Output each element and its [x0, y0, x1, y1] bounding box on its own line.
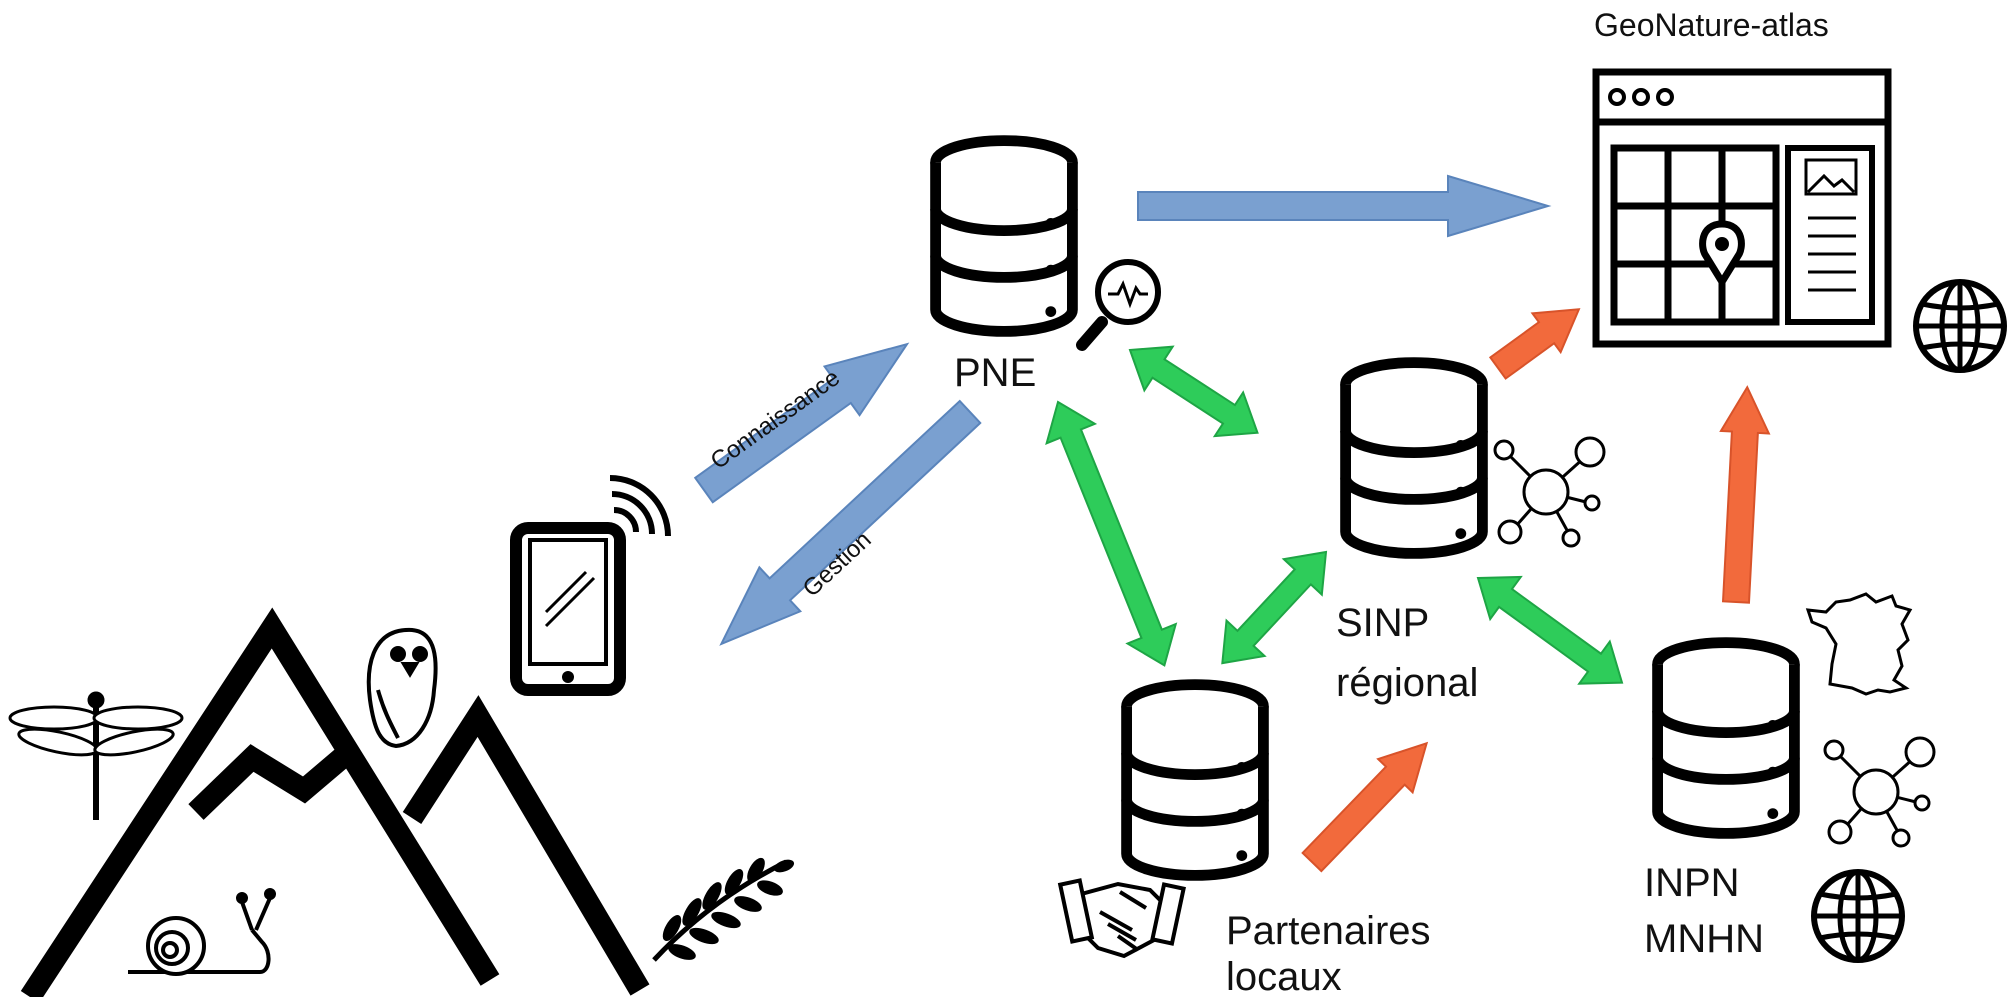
snail-icon: [128, 888, 276, 976]
arrow-inpn-to-atlas: [1719, 385, 1771, 604]
browser-map-icon: [1592, 68, 1892, 348]
network-icon-inpn: [1823, 736, 1936, 848]
inpn-label-line2: MNHN: [1644, 917, 1764, 961]
arrow-sinp-partenaires: [1221, 550, 1328, 665]
arrow-gestion: [719, 399, 982, 646]
owl-icon: [366, 627, 438, 749]
arrow-partenaires-to-sinp: [1301, 741, 1429, 873]
arrow-pne-partenaires: [1045, 400, 1178, 667]
database-icon-inpn: [1658, 643, 1795, 834]
database-icon-partenaires: [1127, 685, 1264, 876]
france-map-icon: [1805, 592, 1913, 696]
arrow-sinp-to-atlas: [1488, 308, 1581, 380]
partenaires-label-line1: Partenaires: [1226, 909, 1431, 953]
fern-icon: [652, 857, 795, 962]
mountain-icon: [20, 607, 650, 997]
dragonfly-icon: [8, 691, 184, 820]
partenaires-label-line2: locaux: [1226, 955, 1342, 997]
pne-label: PNE: [954, 351, 1036, 395]
arrow-connaissance: [693, 342, 910, 504]
handshake-icon: [1057, 878, 1186, 959]
arrow-pne-sinp: [1128, 345, 1259, 438]
smartphone-icon: [510, 475, 671, 696]
magnifier-icon: [1076, 259, 1161, 351]
arrow-pne-to-atlas: [1137, 174, 1552, 238]
sinp-label-line2: régional: [1336, 661, 1478, 705]
atlas-label: GeoNature-atlas: [1594, 7, 1829, 43]
arrow-sinp-inpn: [1476, 575, 1624, 685]
globe-icon-inpn: [1814, 872, 1902, 960]
globe-icon-atlas: [1916, 282, 2004, 370]
database-icon-pne: [936, 141, 1073, 332]
network-icon-sinp: [1493, 436, 1606, 548]
sinp-label-line1: SINP: [1336, 601, 1429, 645]
inpn-label-line1: INPN: [1644, 861, 1740, 905]
database-icon-sinp: [1346, 363, 1483, 554]
